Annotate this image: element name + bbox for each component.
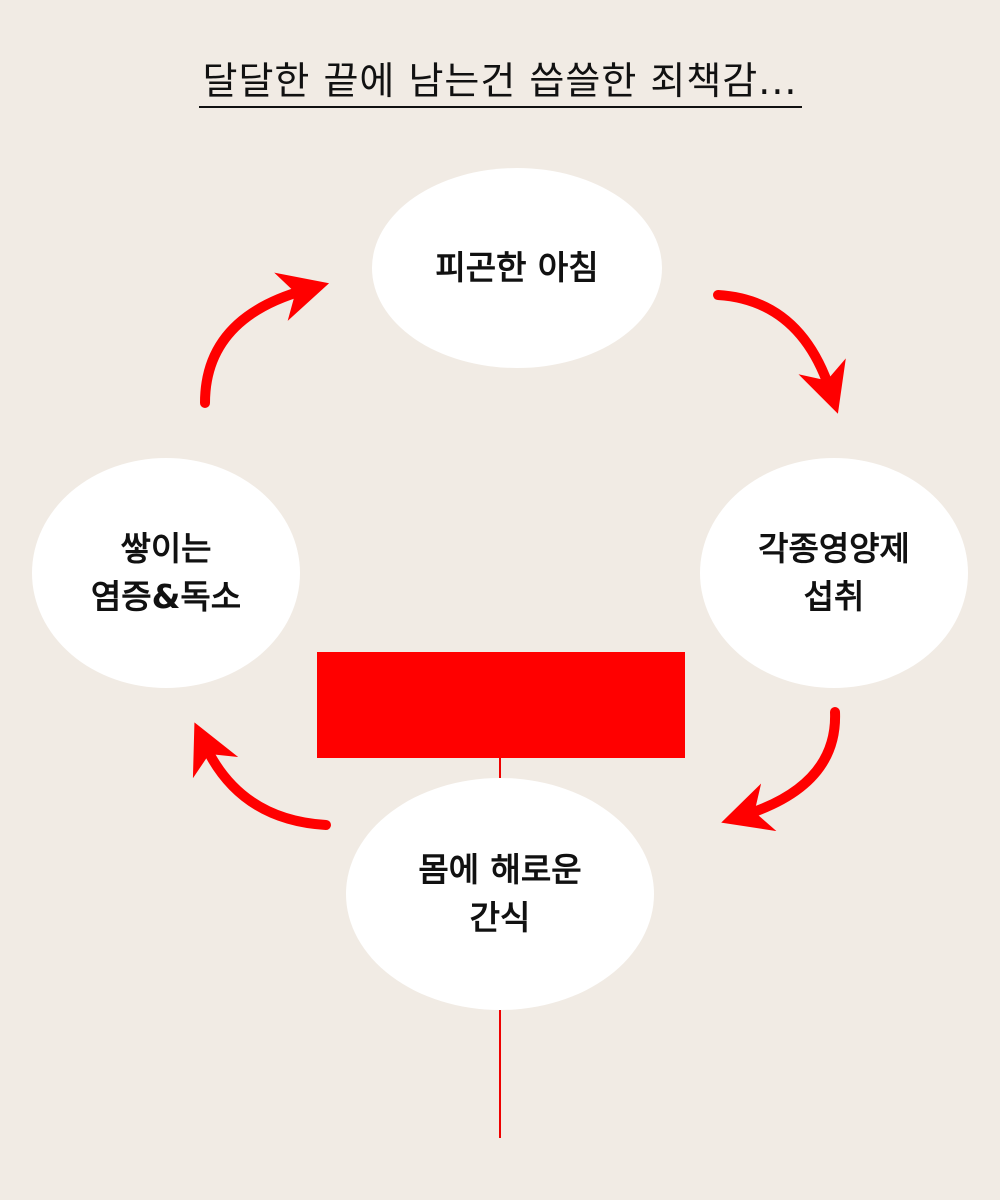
- arrow-left-to-top: [200, 272, 330, 408]
- red-candle-bar: [317, 652, 685, 758]
- candle-wick-upper: [499, 758, 501, 782]
- cycle-node-harmful-snacks: 몸에 해로운 간식: [346, 778, 654, 1010]
- node-label-line-1: 각종영양제: [758, 529, 910, 569]
- cycle-node-tired-morning: 피곤한 아침: [372, 168, 662, 368]
- title-text: 달달한 끝에 남는건 씁쓸한 죄책감...: [198, 59, 802, 108]
- node-label-line-2: 섭취: [803, 577, 865, 616]
- node-label-line-1: 몸에 해로운: [418, 850, 582, 890]
- arrow-bottom-to-left: [192, 722, 331, 830]
- node-label-line-2: 간식: [469, 898, 531, 937]
- cycle-node-inflammation-toxins: 쌓이는 염증&독소: [32, 458, 300, 688]
- page-title: 달달한 끝에 남는건 씁쓸한 죄책감...: [0, 50, 1000, 108]
- node-label: 피곤한 아침: [435, 248, 599, 288]
- node-label-line-1: 쌓이는: [120, 529, 212, 569]
- arrow-right-to-bottom: [721, 707, 841, 832]
- node-label-line-2: 염증&독소: [90, 577, 242, 616]
- arrow-top-to-right: [713, 290, 846, 414]
- cycle-node-supplements: 각종영양제 섭취: [700, 458, 968, 688]
- candle-wick-lower: [499, 1010, 501, 1138]
